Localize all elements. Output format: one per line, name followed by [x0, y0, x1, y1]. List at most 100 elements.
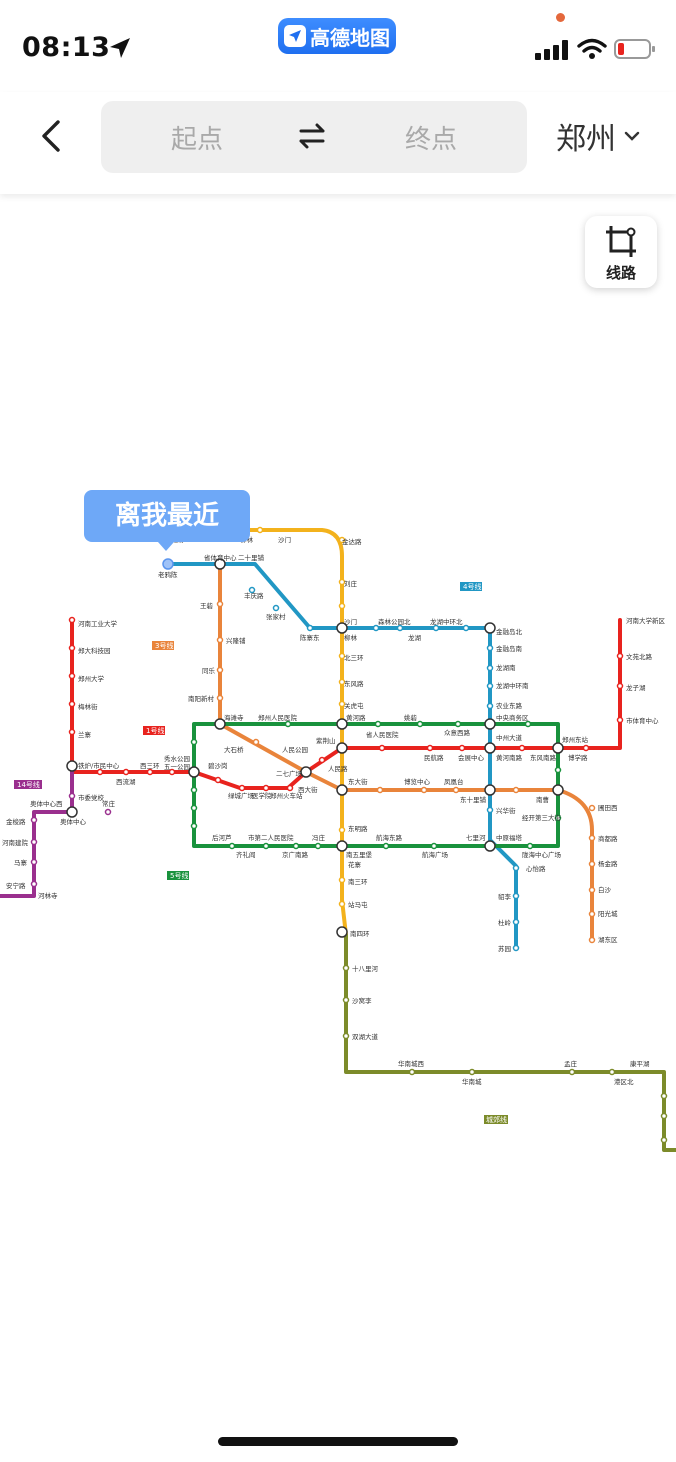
station-name[interactable]: 碧沙岗 — [208, 761, 228, 770]
station-name[interactable]: 西三环 — [140, 762, 160, 770]
station-name[interactable]: 老鸦陈 — [158, 570, 178, 579]
station-name[interactable]: 张家村 — [266, 612, 286, 621]
station-name[interactable]: 花寨 — [348, 860, 362, 869]
station-name[interactable]: 沙窝李 — [352, 996, 372, 1005]
station-name[interactable]: 同乐 — [202, 666, 216, 675]
station-name[interactable]: 安宁路 — [6, 881, 26, 890]
station-name[interactable]: 人民路 — [328, 764, 348, 773]
station-name[interactable]: 沙门 — [344, 617, 357, 626]
station-name[interactable]: 西大街 — [298, 785, 318, 794]
station-name[interactable]: 杜岭 — [498, 918, 512, 927]
station-name[interactable]: 经开第三大街 — [522, 813, 562, 822]
station-name[interactable]: 心怡路 — [526, 864, 546, 873]
station-name[interactable]: 二七广场 — [276, 769, 303, 778]
station-name[interactable]: 阳光城 — [598, 909, 618, 918]
station-name[interactable]: 市第二人民医院 — [248, 833, 294, 842]
station-name[interactable]: 七里河 — [466, 833, 486, 842]
station-name[interactable]: 圃田西 — [598, 804, 618, 812]
station-name[interactable]: 十八里河 — [352, 964, 379, 973]
station-name[interactable]: 苏园 — [498, 944, 511, 953]
station-name[interactable]: 航海东路 — [376, 833, 403, 842]
station-name[interactable]: 梅林街 — [78, 702, 98, 711]
station-name[interactable]: 马寨 — [14, 858, 28, 867]
station-name[interactable]: 河林寺 — [38, 891, 58, 900]
station-name[interactable]: 后河芦 — [212, 833, 232, 842]
station-name[interactable]: 孟庄 — [564, 1059, 578, 1068]
station-name[interactable]: 京广南路 — [282, 850, 309, 859]
station-name[interactable]: 西流湖 — [116, 777, 136, 786]
station-name[interactable]: 华南城 — [462, 1077, 482, 1086]
station-name[interactable]: 华南城西 — [398, 1059, 425, 1068]
station-name[interactable]: 航海广场 — [422, 850, 449, 859]
station-name[interactable]: 五一公园 — [164, 763, 190, 771]
station-name[interactable]: 龙湖南 — [496, 663, 516, 672]
station-name[interactable]: 南阳新村 — [188, 694, 215, 703]
station-name[interactable]: 农业东路 — [496, 701, 523, 710]
station-name[interactable]: 东大街 — [348, 777, 368, 786]
station-name[interactable]: 郑州火车站 — [270, 791, 303, 800]
station-name[interactable]: 众意西路 — [444, 728, 471, 737]
station-name[interactable]: 紫荆山 — [316, 736, 336, 745]
station-name[interactable]: 东明路 — [348, 824, 368, 833]
station-name[interactable]: 二十里铺 — [238, 553, 265, 562]
station-name[interactable]: 兴隆铺 — [226, 636, 246, 645]
station-name[interactable]: 大石桥 — [224, 745, 244, 754]
station-name[interactable]: 东风路 — [344, 679, 364, 688]
station-name[interactable]: 金梭路 — [6, 817, 26, 826]
station-name[interactable]: 王砦 — [200, 601, 214, 610]
station-name[interactable]: 绿城广场 — [228, 791, 255, 800]
station-name[interactable]: 文苑北路 — [626, 652, 653, 661]
station-name[interactable]: 医学院 — [252, 791, 272, 800]
station-name[interactable]: 黄河路 — [346, 713, 366, 722]
station-name[interactable]: 市委党校 — [78, 793, 105, 802]
station-name[interactable]: 中原福塔 — [496, 833, 523, 842]
station-name[interactable]: 龙湖 — [408, 633, 422, 642]
station-name[interactable]: 铁炉/市民中心 — [78, 761, 120, 770]
station-name[interactable]: 关虎屯 — [344, 701, 364, 710]
station-name[interactable]: 中央商务区 — [496, 713, 529, 722]
station-name[interactable]: 河南建院 — [2, 838, 29, 847]
station-name[interactable]: 东风南路 — [530, 753, 557, 762]
station-name[interactable]: 沙门 — [278, 535, 291, 544]
current-location-marker[interactable] — [162, 558, 174, 570]
station-name[interactable]: 丰庆路 — [244, 591, 264, 600]
nearest-station-tooltip[interactable]: 离我最近 — [84, 490, 250, 551]
city-selector[interactable]: 郑州 — [556, 114, 640, 158]
station-name[interactable]: 凤凰台 — [444, 777, 464, 786]
station-name[interactable]: 南曹 — [536, 795, 550, 804]
station-name[interactable]: 郑州东站 — [562, 735, 589, 744]
station-name[interactable]: 南五里堡 — [346, 850, 373, 859]
station-name[interactable]: 会展中心 — [458, 753, 485, 762]
station-name[interactable]: 南三环 — [348, 877, 368, 886]
station-name[interactable]: 市体育中心 — [626, 716, 659, 725]
station-name[interactable]: 白沙 — [598, 885, 612, 894]
station-name[interactable]: 北三环 — [344, 654, 364, 662]
station-name[interactable]: 奥体中心 — [60, 817, 87, 826]
station-name[interactable]: 齐礼阎 — [236, 850, 256, 859]
station-name[interactable]: 双湖大道 — [352, 1032, 379, 1041]
station-name[interactable]: 姚砦 — [404, 713, 418, 722]
station-name[interactable]: 省体育中心 — [204, 553, 237, 562]
station-name[interactable]: 郑州大学 — [78, 674, 105, 683]
station-name[interactable]: 郑大科技园 — [78, 646, 111, 655]
station-name[interactable]: 金达路 — [342, 537, 362, 546]
station-name[interactable]: 陈寨东 — [300, 633, 320, 642]
station-name[interactable]: 海滩寺 — [224, 713, 244, 722]
station-name[interactable]: 金融岛北 — [496, 627, 523, 636]
station-name[interactable]: 黄河南路 — [496, 753, 523, 762]
station-name[interactable]: 郑州人民医院 — [258, 713, 298, 722]
station-name[interactable]: 南四环 — [350, 929, 370, 938]
start-point-input[interactable]: 起点 — [171, 125, 224, 155]
station-name[interactable]: 龙湖中环北 — [430, 617, 463, 626]
home-indicator[interactable] — [218, 1437, 458, 1446]
station-name[interactable]: 金融岛南 — [496, 644, 523, 653]
station-name[interactable]: 民航路 — [424, 753, 444, 762]
end-point-input[interactable]: 终点 — [405, 125, 458, 155]
metro-map[interactable]: 3号线 4号线 1号线 14号线 5号线 城郊线 河南工业大学 郑大科技园 郑州… — [0, 470, 676, 1170]
station-name[interactable]: 貂李 — [498, 892, 512, 901]
station-name[interactable]: 柳林 — [344, 633, 358, 642]
station-name[interactable]: 杨金路 — [598, 859, 618, 868]
station-name[interactable]: 秀水公园 — [164, 754, 190, 763]
station-name[interactable]: 河南大学新区 — [626, 616, 666, 625]
station-name[interactable]: 冯庄 — [312, 833, 326, 842]
